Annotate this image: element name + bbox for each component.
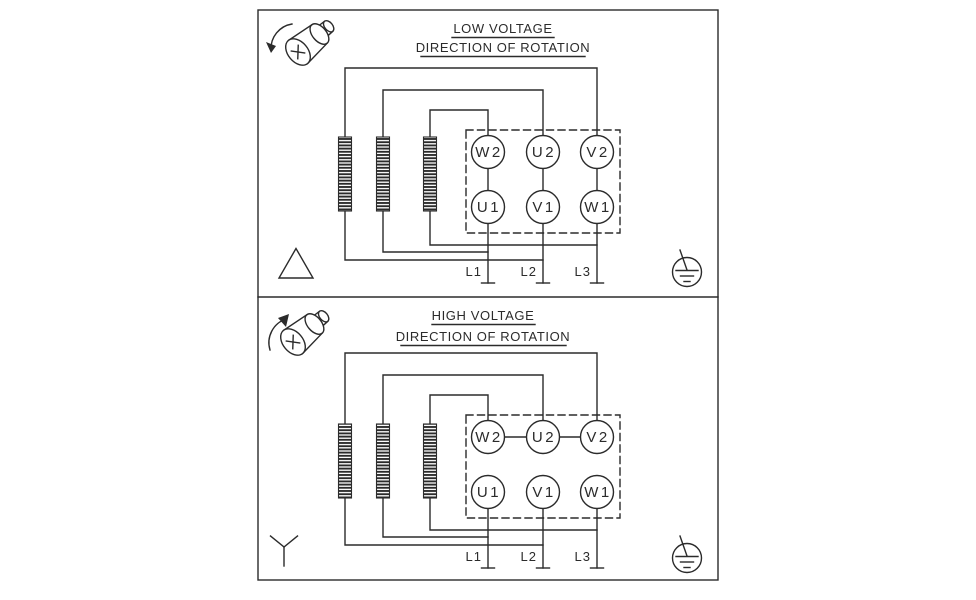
- lead-label-l1: L1: [466, 549, 482, 564]
- winding-bars: [337, 423, 438, 499]
- lead-label-l3: L3: [575, 549, 591, 564]
- panel-low-voltage: LOW VOLTAGE DIRECTION OF ROTATION: [266, 19, 703, 288]
- rotation-arrow-head: [266, 42, 276, 53]
- terminal-label-u2: U2: [532, 144, 556, 161]
- winding-wire-w: [429, 109, 598, 246]
- terminal-w1: [579, 189, 615, 225]
- winding-bars: [337, 136, 438, 212]
- terminal-label-w2: W2: [475, 144, 503, 161]
- wye-icon: [269, 535, 299, 567]
- winding-bar-2: [375, 136, 391, 212]
- winding-wire-v: [344, 67, 598, 261]
- panel-subtitle: DIRECTION OF ROTATION: [416, 40, 591, 55]
- terminal-label-u1: U1: [477, 484, 501, 501]
- terminal-board-outline: [465, 414, 621, 519]
- terminals: W2 U2 V2 U1 V1 W1: [470, 134, 615, 225]
- winding-wires: [344, 352, 598, 546]
- lead-label-l3: L3: [575, 264, 591, 279]
- terminal-label-v1: V1: [532, 199, 555, 216]
- terminal-board-outline: [465, 129, 621, 234]
- winding-bar-1: [337, 423, 353, 499]
- winding-bar-3: [422, 136, 438, 212]
- motor-shaft-rotation-icon: [266, 19, 335, 66]
- winding-wire-u: [382, 89, 544, 253]
- panel-title: HIGH VOLTAGE: [432, 308, 535, 323]
- earth-ground-icon: [671, 535, 703, 574]
- terminal-v1: [525, 189, 561, 225]
- rotation-arrow-head: [278, 314, 289, 327]
- terminal-label-u1: U1: [477, 199, 501, 216]
- terminal-label-u2: U2: [532, 429, 556, 446]
- terminal-label-v2: V2: [586, 144, 609, 161]
- panel-titles: LOW VOLTAGE DIRECTION OF ROTATION: [416, 21, 591, 58]
- terminal-label-w1: W1: [584, 484, 612, 501]
- diagram-border: [257, 9, 719, 581]
- winding-wire-v: [344, 352, 598, 546]
- earth-ground-icon: [671, 249, 703, 288]
- terminal-label-w2: W2: [475, 429, 503, 446]
- terminal-w1: [579, 474, 615, 510]
- winding-bar-1: [337, 136, 353, 212]
- terminal-w2: [470, 419, 506, 455]
- terminal-u1: [470, 189, 506, 225]
- winding-wire-w: [429, 394, 598, 531]
- terminal-links-delta: [487, 167, 598, 192]
- terminal-w2: [470, 134, 506, 170]
- winding-bar-3: [422, 423, 438, 499]
- lead-label-l2: L2: [521, 264, 537, 279]
- motor-shaft-rotation-icon: [268, 309, 330, 356]
- motor-shaft-icon: [279, 309, 330, 356]
- terminal-label-v1: V1: [532, 484, 555, 501]
- delta-icon: [277, 247, 315, 279]
- terminal-v2: [579, 419, 615, 455]
- terminal-label-w1: W1: [584, 199, 612, 216]
- lead-label-l1: L1: [466, 264, 482, 279]
- panel-title: LOW VOLTAGE: [453, 21, 552, 36]
- terminal-u2: [525, 419, 561, 455]
- winding-wires: [344, 67, 598, 261]
- supply-leads: L1 L2 L3: [466, 222, 605, 284]
- terminal-u1: [470, 474, 506, 510]
- terminal-label-v2: V2: [586, 429, 609, 446]
- terminals: W2 U2 V2 U1 V1 W1: [470, 419, 615, 510]
- winding-bar-2: [375, 423, 391, 499]
- motor-shaft-icon: [284, 19, 335, 66]
- panel-titles: HIGH VOLTAGE DIRECTION OF ROTATION: [396, 308, 571, 347]
- terminal-u2: [525, 134, 561, 170]
- lead-label-l2: L2: [521, 549, 537, 564]
- panel-subtitle: DIRECTION OF ROTATION: [396, 329, 571, 344]
- panel-high-voltage: HIGH VOLTAGE DIRECTION OF ROTATION: [268, 308, 703, 574]
- terminal-v2: [579, 134, 615, 170]
- terminal-v1: [525, 474, 561, 510]
- winding-wire-u: [382, 374, 544, 538]
